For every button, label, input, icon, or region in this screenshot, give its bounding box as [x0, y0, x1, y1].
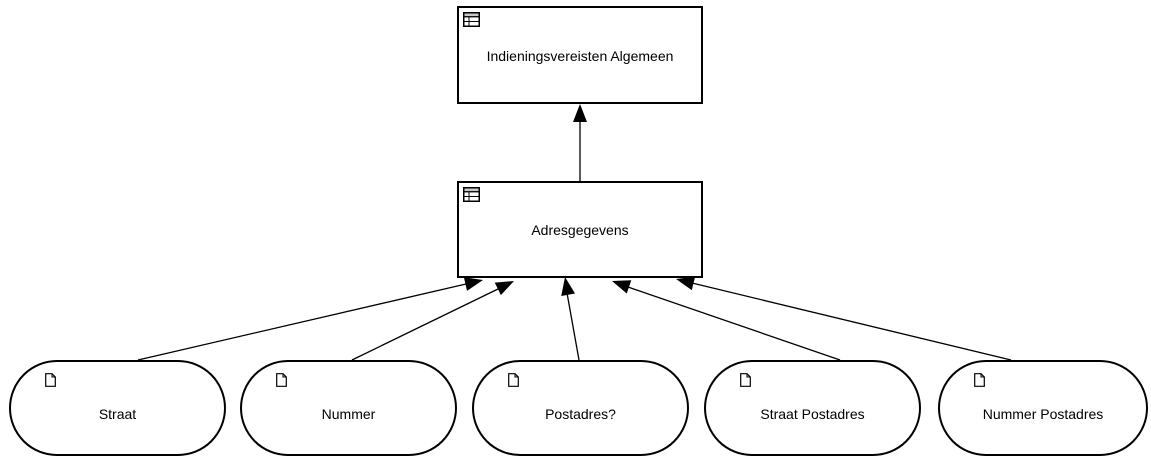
arrowhead-straat-postadres: [612, 280, 632, 294]
arrowhead-nummer-postadres: [676, 276, 696, 291]
input-nummer-postadres[interactable]: Nummer Postadres: [938, 360, 1148, 456]
arrowhead-algemeen: [573, 104, 587, 122]
input-straat[interactable]: Straat: [9, 360, 226, 456]
document-icon: [276, 373, 287, 387]
edge-straat-postadres-to-adres: [627, 286, 841, 361]
arrowhead-nummer: [494, 281, 514, 296]
edge-nummer-postadres-to-adres: [691, 282, 1012, 361]
arrowhead-postadres: [561, 277, 576, 296]
input-straat-postadres[interactable]: Straat Postadres: [704, 360, 921, 456]
input-label: Postadres?: [545, 406, 616, 422]
input-label: Nummer: [321, 406, 376, 422]
decision-label: Adresgegevens: [531, 222, 629, 238]
decision-adresgegevens[interactable]: Adresgegevens: [457, 181, 703, 278]
edge-nummer-to-adres: [351, 288, 499, 361]
decision-table-icon: [463, 12, 480, 27]
document-icon: [45, 373, 56, 387]
document-icon: [974, 373, 985, 387]
input-postadres[interactable]: Postadres?: [472, 360, 689, 456]
decision-table-icon: [463, 187, 480, 202]
input-nummer[interactable]: Nummer: [240, 360, 457, 456]
document-icon: [508, 373, 519, 387]
document-icon: [740, 373, 751, 387]
input-label: Nummer Postadres: [982, 406, 1104, 422]
input-label: Straat: [98, 406, 137, 422]
decision-indieningsvereisten-algemeen[interactable]: Indieningsvereisten Algemeen: [457, 6, 703, 104]
edge-straat-to-adres: [137, 283, 467, 361]
arrowhead-straat: [463, 277, 483, 291]
edge-postadres-to-adres: [566, 292, 580, 361]
input-label: Straat Postadres: [760, 406, 865, 422]
decision-label: Indieningsvereisten Algemeen: [486, 48, 674, 64]
